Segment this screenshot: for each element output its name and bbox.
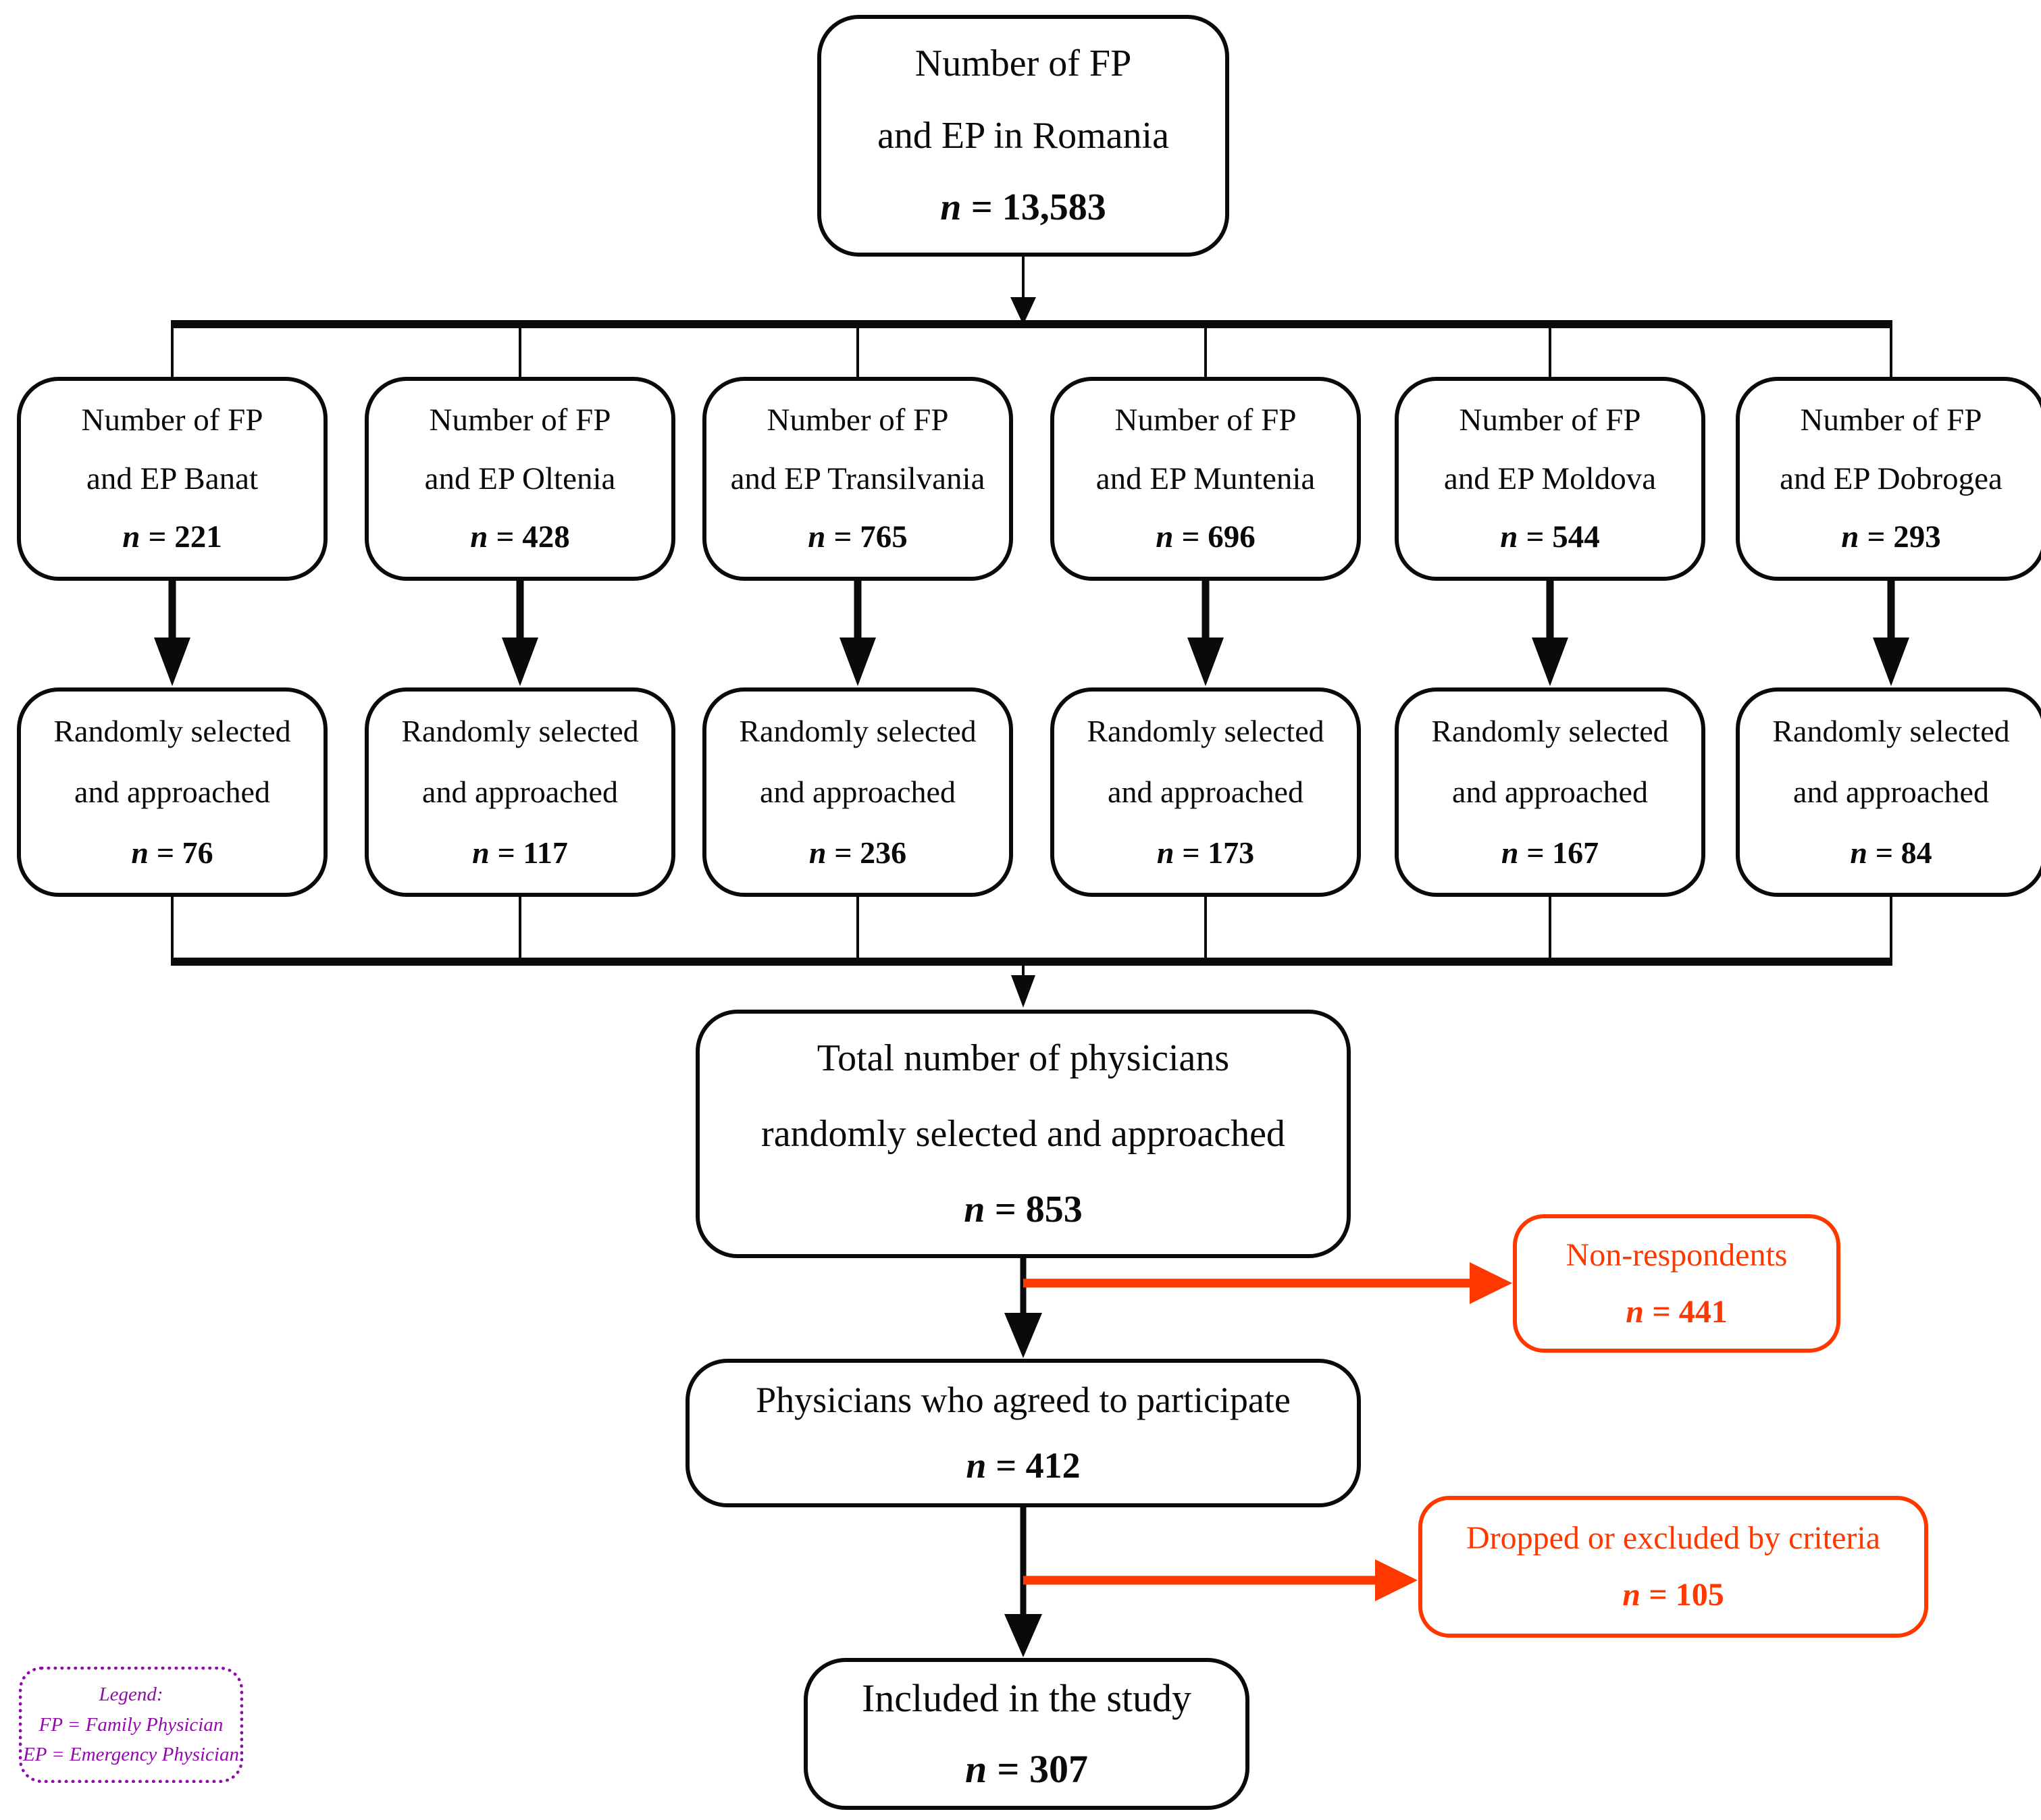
box-region-dobrogea: Number of FP and EP Dobrogea n= 293 [1736,377,2041,581]
box-text-line: Number of FP [1800,402,1982,438]
box-n-value: n= 544 [1500,519,1600,555]
box-n-value: n= 173 [1156,835,1255,870]
box-text-line: and EP Moldova [1443,461,1657,496]
box-selected-dobrogea: Randomly selected and approached n= 84 [1736,687,2041,897]
box-text-line: and EP Oltenia [424,461,616,496]
box-n-value: n= 293 [1841,519,1941,555]
box-text-line: Randomly selected [53,714,291,749]
box-region-moldova: Number of FP and EP Moldova n= 544 [1395,377,1705,581]
box-selected-moldova: Randomly selected and approached n= 167 [1395,687,1705,897]
arrow-collector-to-total [1011,962,1035,1008]
box-text-line: Included in the study [861,1676,1192,1721]
box-text-line: and approached [760,775,956,810]
arrow-romania-to-split [1010,257,1036,325]
box-n-value: n= 307 [965,1746,1088,1791]
box-text-line: and approached [1793,775,1989,810]
box-text-line: and approached [74,775,270,810]
box-text-line: Randomly selected [401,714,639,749]
box-text-line: Randomly selected [739,714,977,749]
box-n-value: n= 412 [966,1445,1081,1486]
box-text-line: and approached [1452,775,1648,810]
box-text-line: and EP in Romania [877,114,1169,157]
box-text-line: and EP Banat [86,461,259,496]
box-region-transilvania: Number of FP and EP Transilvania n= 765 [702,377,1013,581]
box-text-line: Randomly selected [1431,714,1669,749]
box-text-line: Dropped or excluded by criteria [1466,1520,1881,1556]
box-dropped-excluded: Dropped or excluded by criteria n= 105 [1418,1496,1928,1638]
box-n-value: n= 765 [808,519,908,555]
box-text-line: and EP Muntenia [1095,461,1316,496]
box-text-line: and approached [422,775,618,810]
box-n-value: n= 167 [1501,835,1599,870]
box-text-line: and approached [1108,775,1303,810]
box-n-value: n= 105 [1622,1577,1724,1613]
box-n-value: n= 236 [808,835,907,870]
box-text-line: Number of FP [81,402,263,438]
box-region-oltenia: Number of FP and EP Oltenia n= 428 [365,377,675,581]
arrow-to-dropped [1023,1559,1418,1601]
box-text-line: Number of FP [429,402,611,438]
box-selected-banat: Randomly selected and approached n= 76 [17,687,328,897]
box-n-value: n= 13,583 [940,186,1106,229]
box-text-line: Randomly selected [1772,714,2010,749]
collector-drop-lines [171,895,1892,964]
box-n-value: n= 84 [1850,835,1932,870]
box-text-line: randomly selected and approached [761,1113,1285,1155]
box-text-line: Randomly selected [1087,714,1324,749]
box-total-romania: Number of FP and EP in Romania n= 13,583 [817,15,1229,257]
box-text-line: and EP Transilvania [730,461,985,496]
box-n-value: n= 221 [122,519,222,555]
box-text-line: Number of FP [914,43,1132,85]
arrow-agreed-to-included [1004,1506,1042,1657]
box-text-line: Number of FP [1459,402,1641,438]
box-n-value: n= 696 [1156,519,1256,555]
box-selected-oltenia: Randomly selected and approached n= 117 [365,687,675,897]
box-region-muntenia: Number of FP and EP Muntenia n= 696 [1050,377,1361,581]
legend-title: Legend: [99,1683,163,1705]
box-total-approached: Total number of physicians randomly sele… [696,1010,1351,1258]
box-text-line: Physicians who agreed to participate [756,1379,1291,1420]
box-n-value: n= 853 [964,1189,1083,1230]
box-n-value: n= 117 [472,835,568,870]
split-drop-lines [171,323,1892,380]
arrows-region-to-selected [154,581,1909,686]
box-agreed: Physicians who agreed to participate n= … [686,1359,1361,1507]
box-non-respondents: Non-respondents n= 441 [1513,1214,1840,1353]
legend-ep-definition: EP = Emergency Physician [23,1744,239,1766]
legend-fp-definition: FP = Family Physician [38,1713,224,1736]
arrow-to-non-respondents [1023,1262,1512,1304]
legend-box: Legend: FP = Family Physician EP = Emerg… [19,1667,243,1783]
box-n-value: n= 76 [131,835,213,870]
box-n-value: n= 428 [470,519,570,555]
box-text-line: Number of FP [1114,402,1297,438]
box-selected-muntenia: Randomly selected and approached n= 173 [1050,687,1361,897]
box-selected-transilvania: Randomly selected and approached n= 236 [702,687,1013,897]
box-text-line: Non-respondents [1566,1237,1788,1273]
box-region-banat: Number of FP and EP Banat n= 221 [17,377,328,581]
box-text-line: Number of FP [767,402,949,438]
box-included: Included in the study n= 307 [804,1658,1249,1810]
box-text-line: Total number of physicians [817,1037,1230,1079]
arrow-total-to-agreed [1004,1257,1042,1358]
box-text-line: and EP Dobrogea [1780,461,2003,496]
box-n-value: n= 441 [1626,1293,1728,1330]
